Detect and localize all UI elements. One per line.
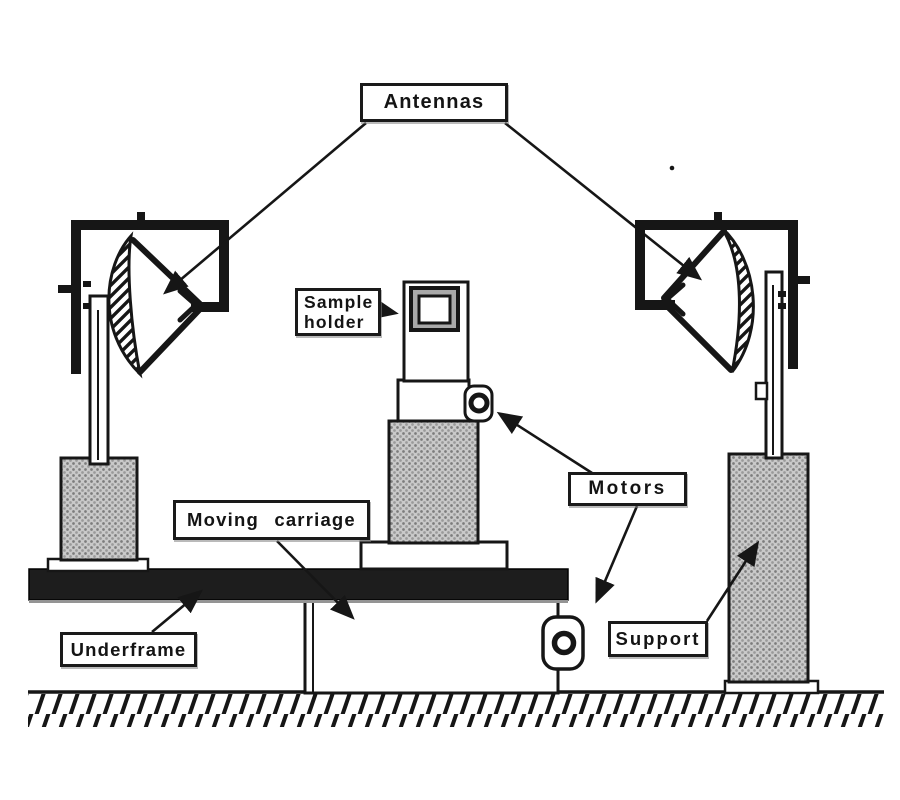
label-motors-text: Motors bbox=[588, 478, 667, 499]
rotation-stage bbox=[396, 378, 471, 423]
callout-arrows bbox=[151, 121, 760, 633]
label-motors: Motors bbox=[568, 472, 687, 506]
antennas-left-arrow bbox=[163, 122, 367, 295]
moving-carriage-arrow bbox=[276, 540, 355, 620]
sample-pedestal bbox=[387, 419, 480, 545]
label-support-text: Support bbox=[615, 628, 701, 649]
motors-upper-arrow bbox=[496, 411, 593, 475]
underframe-arrow bbox=[151, 589, 203, 633]
left-antenna bbox=[58, 212, 229, 466]
label-antennas: Antennas bbox=[360, 83, 508, 122]
right-dish-reflector bbox=[720, 226, 755, 373]
label-sample-holder: Sample holder bbox=[295, 288, 381, 336]
left-antenna-frame bbox=[58, 212, 229, 374]
right-feed-horn bbox=[664, 282, 686, 317]
sample-holder-assembly bbox=[359, 280, 509, 571]
label-underframe-text: Underframe bbox=[70, 638, 187, 660]
label-underframe: Underframe bbox=[60, 632, 197, 667]
label-sample-holder-line2: holder bbox=[304, 312, 365, 332]
left-feed-horn bbox=[177, 288, 199, 323]
sample-window bbox=[417, 294, 452, 325]
motors-lower-arrow bbox=[595, 505, 639, 604]
carriage-top-plate bbox=[359, 540, 509, 571]
label-sample-holder-line1: Sample bbox=[304, 292, 374, 312]
label-support: Support bbox=[608, 621, 708, 657]
scan-speck bbox=[669, 165, 675, 171]
label-moving-carriage-text: Moving carriage bbox=[187, 509, 356, 530]
ground bbox=[28, 690, 884, 727]
left-antenna-pedestal bbox=[46, 456, 150, 573]
sample-holder-arrow bbox=[372, 298, 399, 320]
underframe-rail bbox=[28, 568, 569, 603]
stage-motor bbox=[468, 392, 490, 414]
right-antenna-frame bbox=[635, 212, 810, 369]
label-antennas-text: Antennas bbox=[383, 91, 485, 113]
left-dish-reflector bbox=[107, 231, 143, 379]
label-moving-carriage: Moving carriage bbox=[173, 500, 370, 540]
antennas-right-arrow bbox=[504, 121, 703, 281]
carriage-motor bbox=[551, 630, 577, 656]
support-arrow bbox=[705, 540, 760, 622]
